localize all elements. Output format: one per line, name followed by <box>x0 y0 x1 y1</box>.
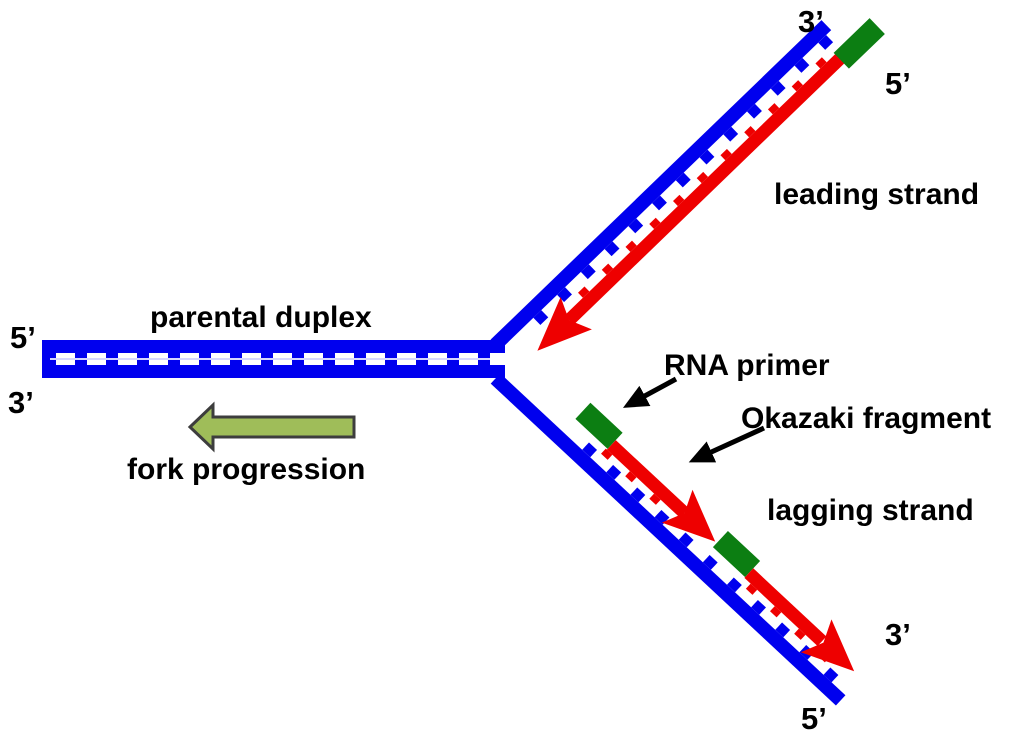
lagging-template-teeth <box>566 428 847 690</box>
rna-primer-2 <box>712 530 761 578</box>
leading-template-strand <box>490 20 832 350</box>
leading-new-strand <box>564 50 849 325</box>
parental-top-strand <box>42 340 505 353</box>
okazaki-fragment-1-arrowhead <box>661 489 716 542</box>
rna-primer-pointer-arrow <box>622 376 678 408</box>
leading-strand-label: leading strand <box>774 178 979 211</box>
parental-bottom-end-label: 3’ <box>8 385 34 420</box>
okazaki-fragment-2-arrowhead <box>800 619 855 672</box>
parental-duplex-label: parental duplex <box>150 301 372 334</box>
leading-strand-arrowhead <box>537 297 592 351</box>
parental-bottom-strand <box>42 365 505 378</box>
base-pair-center-line <box>50 358 490 360</box>
lagging-template-strand <box>490 373 846 706</box>
lagging-strand-label: lagging strand <box>767 494 974 527</box>
fork-progression-arrow <box>187 401 356 453</box>
fork-progression-label: fork progression <box>127 453 365 486</box>
leading-template-end-label: 3’ <box>798 4 824 39</box>
okazaki-fragment-2 <box>744 568 827 647</box>
lagging-template-end-label: 5’ <box>801 701 827 731</box>
lagging-strand-arm <box>490 373 855 706</box>
parental-duplex-strand <box>42 340 505 378</box>
okazaki-fragment-pointer-arrow <box>688 425 766 463</box>
lagging-new-strand-end-label: 3’ <box>885 617 911 652</box>
okazaki-fragment-label: Okazaki fragment <box>741 402 991 435</box>
okazaki-fragment-1 <box>606 440 689 518</box>
leading-strand-arm <box>490 18 885 351</box>
rna-primer-1 <box>575 402 623 449</box>
rna-primer-label: RNA primer <box>664 349 830 382</box>
leading-template-teeth <box>531 34 834 327</box>
leading-new-strand-teeth <box>552 49 836 323</box>
parental-top-end-label: 5’ <box>10 320 36 355</box>
leading-new-strand-end-label: 5’ <box>885 66 911 101</box>
leading-rna-primer <box>833 18 885 69</box>
